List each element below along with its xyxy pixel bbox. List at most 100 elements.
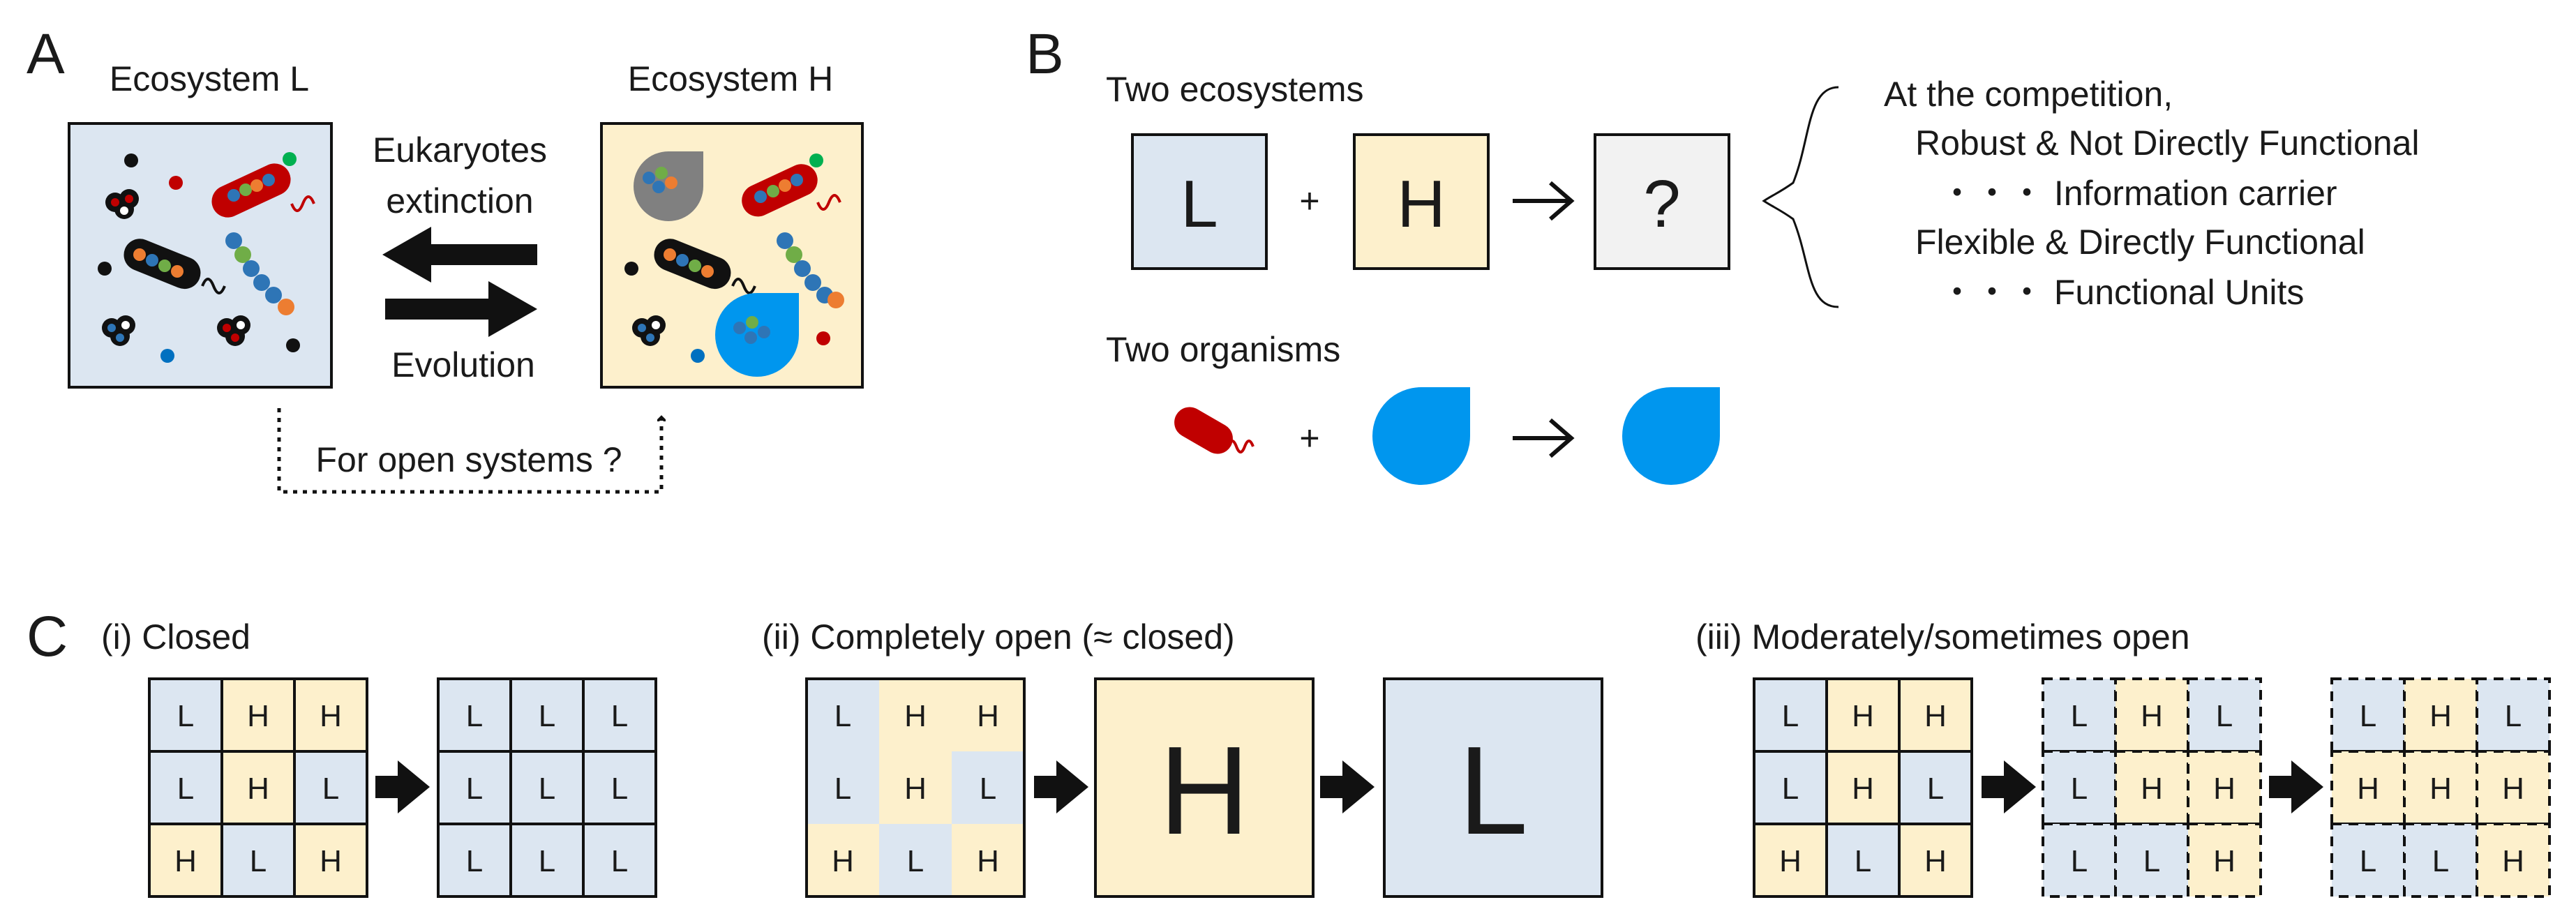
left-arrow — [382, 227, 537, 283]
moderate-mid-cell — [2187, 750, 2262, 825]
moderate-end-cell — [2476, 750, 2551, 825]
moderate-mid-cell-label: L — [2071, 772, 2088, 806]
closed-end-cell-label: L — [466, 699, 483, 733]
open-start-cell — [879, 679, 952, 751]
competition-line-3: ・・・ Information carrier — [1940, 174, 2337, 213]
red-bacterium-icon — [742, 164, 841, 217]
moderate-end-cell-label: H — [2502, 772, 2524, 806]
blue-chain-icon — [777, 232, 844, 308]
two-organisms-label: Two organisms — [1106, 330, 1340, 369]
panel-c-letter: C — [27, 605, 68, 668]
closed-start-cell-label: H — [320, 844, 342, 878]
closed-start-cell — [148, 823, 223, 898]
moderate-start-cell — [1898, 677, 1973, 753]
open-start-cell — [879, 751, 952, 824]
moderate-end-cell-label: H — [2357, 772, 2379, 806]
open-arrow-2 — [1320, 760, 1375, 813]
closed-start-cell — [293, 750, 368, 825]
moderate-start-cell-label: H — [1852, 699, 1874, 733]
two-ecosystems-label: Two ecosystems — [1106, 70, 1364, 109]
open-end-box — [1383, 677, 1603, 898]
brace — [1762, 86, 1839, 308]
moderate-mid-cell-label: L — [2143, 844, 2160, 878]
open-end-label: L — [1458, 721, 1528, 861]
moderate-start-cell-label: L — [1782, 772, 1799, 806]
moderate-start-cell — [1753, 750, 1828, 825]
closed-end-cell — [437, 677, 512, 753]
moderate-start-cell-label: H — [1924, 844, 1947, 878]
closed-end-cell-label: L — [611, 844, 628, 878]
closed-start-cell-label: H — [247, 772, 269, 806]
result-arrow — [1513, 181, 1575, 221]
box-l-label: L — [1181, 167, 1218, 241]
open-start-cell-label: L — [834, 772, 851, 806]
cluster-icon — [105, 189, 139, 219]
blue-droplet-cell-icon — [1372, 387, 1470, 485]
closed-start-cell-label: H — [174, 844, 197, 878]
closed-end-cell-label: L — [466, 844, 483, 878]
open-start-cell-label: H — [832, 844, 854, 878]
closed-end-cell — [509, 750, 585, 825]
moderate-arrow-1 — [1982, 760, 2036, 813]
closed-start-cell-label: H — [247, 699, 269, 733]
open-system-dotted-arrow — [277, 408, 661, 494]
moderate-start-cell-label: L — [1782, 699, 1799, 733]
closed-arrow — [375, 760, 430, 813]
open-arrow-1 — [1034, 760, 1088, 813]
arrow-label-eukaryotes: Eukaryotes — [373, 130, 547, 170]
closed-end-cell — [582, 823, 657, 898]
cluster-icon — [632, 315, 666, 346]
box-h — [1353, 133, 1490, 270]
red-bacterium-icon — [211, 163, 315, 218]
closed-end-cell-label: L — [539, 772, 555, 806]
closed-end-cell-label: L — [611, 699, 628, 733]
moderate-end-cell — [2330, 750, 2406, 825]
moderate-end-cell — [2476, 823, 2551, 898]
red-bacterium-icon — [1174, 407, 1255, 454]
box-h-label: H — [1397, 167, 1445, 241]
closed-label: (i) Closed — [101, 617, 250, 656]
moderate-mid-cell-label: L — [2071, 844, 2088, 878]
moderate-mid-cell — [2114, 677, 2189, 753]
closed-start-cell-label: H — [320, 699, 342, 733]
moderate-mid-cell — [2187, 823, 2262, 898]
moderate-start-cell — [1753, 677, 1828, 753]
moderate-start-cell — [1825, 677, 1901, 753]
open-start-cell — [952, 824, 1024, 896]
panel-b-letter: B — [1026, 22, 1064, 86]
result-box-label: ? — [1643, 167, 1680, 241]
open-start-cell — [807, 751, 879, 824]
blue-chain-icon — [225, 232, 294, 315]
blue-droplet-cell-icon — [1622, 387, 1720, 485]
open-start-cell — [879, 824, 952, 896]
moderate-mid-cell — [2187, 677, 2262, 753]
moderate-end-cell-label: L — [2505, 699, 2522, 733]
moderate-mid-cell — [2042, 677, 2117, 753]
moderate-arrow-2 — [2269, 760, 2323, 813]
moderate-end-cell-label: H — [2502, 844, 2524, 878]
black-bacterium-icon — [654, 239, 756, 294]
moderate-start-cell-label: H — [1779, 844, 1802, 878]
moderate-mid-cell — [2114, 823, 2189, 898]
closed-start-cell — [220, 823, 296, 898]
moderate-mid-cell-label: H — [2213, 844, 2236, 878]
open-mid-box — [1094, 677, 1315, 898]
moderate-mid-cell-label: H — [2213, 772, 2236, 806]
closed-end-cell — [437, 823, 512, 898]
panel-a-letter: A — [27, 22, 65, 86]
closed-start-cell — [148, 750, 223, 825]
moderate-start-cell — [1825, 823, 1901, 898]
moderate-end-cell — [2403, 823, 2478, 898]
arrow-label-evolution: Evolution — [391, 345, 535, 384]
closed-end-cell-label: L — [466, 772, 483, 806]
result-box — [1594, 133, 1730, 270]
closed-start-cell-label: L — [177, 772, 194, 806]
open-mid-label: H — [1159, 721, 1250, 861]
closed-start-cell-label: L — [250, 844, 267, 878]
moderate-mid-cell-label: L — [2071, 699, 2088, 733]
cluster-icon — [102, 315, 135, 346]
cluster-icon — [217, 315, 250, 346]
moderate-start-cell-label: L — [1927, 772, 1944, 806]
